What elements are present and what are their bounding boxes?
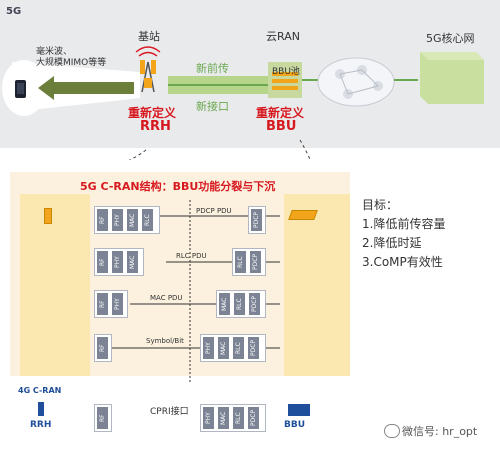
lte-rrh-label: RRH	[30, 420, 52, 430]
row4-left-blocks: RF	[96, 334, 109, 362]
goal-item: 1.降低前传容量	[362, 217, 446, 231]
lte-rrh-icon	[38, 402, 44, 416]
lte-left-blocks: RF	[96, 404, 109, 432]
rf-block: RF	[96, 336, 109, 360]
bbu-column	[284, 194, 350, 376]
lte-bbu-icon	[288, 404, 310, 416]
mac-block: MAC	[126, 208, 139, 232]
phy-block: PHY	[202, 336, 215, 360]
goals-list: 目标： 1.降低前传容量 2.降低时延 3.CoMP有效性	[362, 196, 445, 272]
rf-block: RF	[96, 250, 109, 274]
top-network-diagram	[2, 46, 484, 160]
green-arrow-left	[38, 76, 134, 100]
rf-block: RF	[96, 292, 109, 316]
redefine-bbu-line1: 重新定义	[256, 106, 305, 120]
pdcp-block: PDCP	[247, 336, 260, 360]
row4-right-blocks: PHY MAC RLC PDCP	[202, 334, 260, 362]
new-interface-label: 新接口	[196, 100, 229, 113]
redefine-bbu-line2: BBU	[266, 119, 297, 134]
rlc-block: RLC	[141, 208, 154, 232]
rrh-small-icon	[44, 208, 52, 224]
row3-right-blocks: MAC RLC PDCP	[218, 290, 261, 318]
phy-block: PHY	[111, 208, 124, 232]
mac-block: MAC	[218, 292, 231, 316]
row2-right-blocks: RLC PDCP	[234, 248, 262, 276]
goal-item: 2.降低时延	[362, 236, 422, 250]
base-station-label: 基站	[138, 30, 160, 43]
rlc-block: RLC	[232, 406, 245, 430]
symbol-bit-label: Symbol/Bit	[146, 337, 184, 345]
rlc-block: RLC	[234, 250, 247, 274]
lte-right-blocks: PHY MAC RLC PDCP	[202, 404, 260, 432]
mac-pdu-label: MAC PDU	[150, 294, 183, 302]
mac-block: MAC	[126, 250, 139, 274]
cloud-ran-label: 云RAN	[266, 30, 300, 43]
rlc-block: RLC	[233, 292, 246, 316]
goal-item: 3.CoMP有效性	[362, 255, 443, 269]
rf-block: RF	[96, 208, 109, 232]
row3-left-blocks: RF PHY	[96, 290, 124, 318]
phy-block: PHY	[111, 292, 124, 316]
phy-block: PHY	[202, 406, 215, 430]
bbu-pool-label: BBU池	[272, 67, 300, 77]
row1-right-blocks: PDCP	[250, 206, 263, 234]
redefine-rrh-line2: RRH	[140, 119, 171, 134]
goals-heading: 目标：	[362, 198, 399, 212]
cran-title: 5G C-RAN结构：BBU功能分裂与下沉	[80, 180, 276, 193]
cpri-label: CPRI接口	[150, 407, 189, 417]
row2-left-blocks: RF PHY MAC	[96, 248, 139, 276]
redefine-rrh-line1: 重新定义	[128, 106, 177, 120]
pdcp-pdu-label: PDCP PDU	[196, 207, 232, 215]
mmwave-label: 毫米波、	[36, 47, 73, 57]
row1-left-blocks: RF PHY MAC RLC	[96, 206, 154, 234]
mac-block: MAC	[217, 336, 230, 360]
rlc-pdu-label: RLC PDU	[176, 252, 207, 260]
watermark-text: 微信号: hr_opt	[402, 425, 478, 438]
rrh-column	[20, 194, 90, 376]
wechat-icon	[384, 424, 400, 438]
core-network-icon	[420, 52, 484, 104]
pdcp-block: PDCP	[250, 208, 263, 232]
cloud-network-icon	[317, 57, 395, 107]
antenna-icon	[135, 46, 161, 93]
core-network-label: 5G核心网	[426, 32, 475, 45]
new-fronthaul-label: 新前传	[196, 62, 229, 75]
pdcp-block: PDCP	[248, 292, 261, 316]
label-5g: 5G	[6, 6, 22, 17]
pdcp-block: PDCP	[247, 406, 260, 430]
rlc-block: RLC	[232, 336, 245, 360]
mac-block: MAC	[217, 406, 230, 430]
lte-cran-label: 4G C-RAN	[18, 386, 62, 395]
rf-block: RF	[96, 406, 109, 430]
phy-block: PHY	[111, 250, 124, 274]
bbu-pool-icon	[268, 62, 302, 98]
pdcp-block: PDCP	[249, 250, 262, 274]
massive-mimo-label: 大规模MIMO等等	[36, 58, 107, 68]
lte-bbu-label: BBU	[284, 420, 306, 430]
